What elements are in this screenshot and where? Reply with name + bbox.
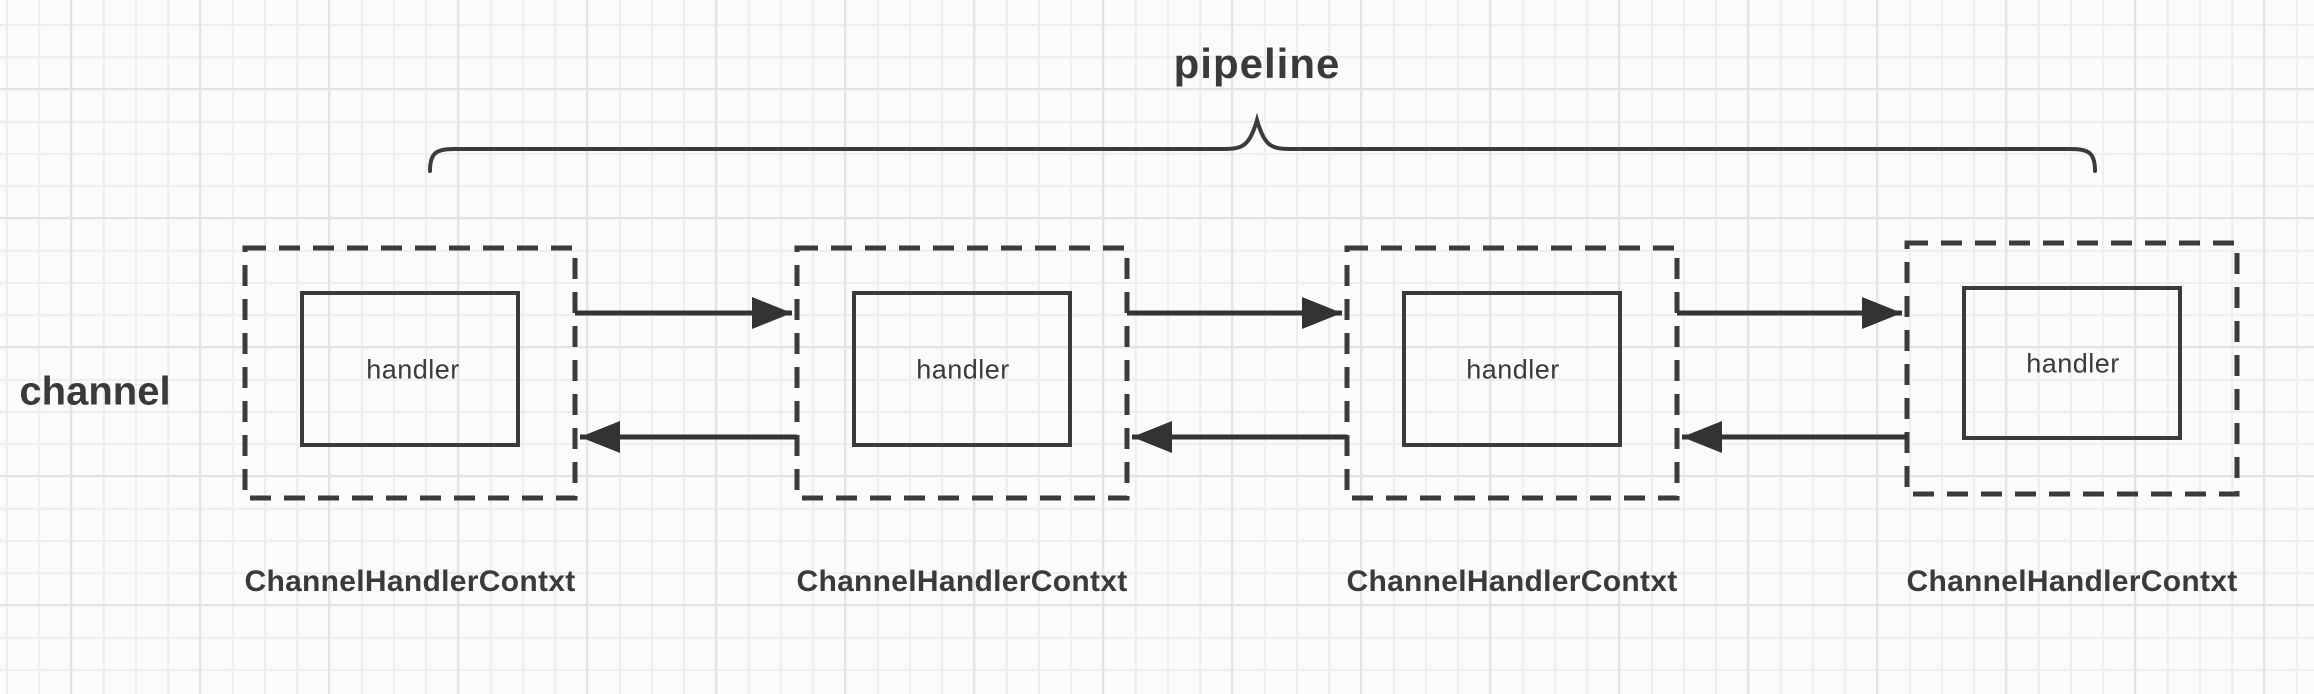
handler-box-outline [1962, 286, 2182, 440]
unit-4-shapes [1904, 240, 2240, 497]
context-box-outline [1344, 245, 1680, 501]
handler-box-outline [1402, 291, 1622, 447]
context-label: ChannelHandlerContxt [796, 565, 1128, 598]
channel-label: channel [19, 369, 171, 414]
unit-2-shapes [794, 245, 1130, 501]
context-label: ChannelHandlerContxt [1346, 565, 1678, 598]
context-box-outline [242, 245, 578, 501]
unit-3-shapes [1344, 245, 1680, 501]
handler-label: handler [366, 354, 460, 385]
context-label: ChannelHandlerContxt [1906, 565, 2238, 598]
context-box-outline [794, 245, 1130, 501]
context-label: ChannelHandlerContxt [244, 565, 576, 598]
context-box-outline [1904, 240, 2240, 497]
handler-box-outline [852, 291, 1072, 447]
unit-1-shapes [242, 245, 578, 501]
pipeline-title: pipeline [1173, 40, 1341, 87]
pipeline-brace-icon [428, 112, 2097, 173]
handler-label: handler [916, 354, 1010, 385]
handler-box-outline [300, 291, 520, 447]
handler-label: handler [2026, 348, 2120, 379]
handler-label: handler [1466, 354, 1560, 385]
